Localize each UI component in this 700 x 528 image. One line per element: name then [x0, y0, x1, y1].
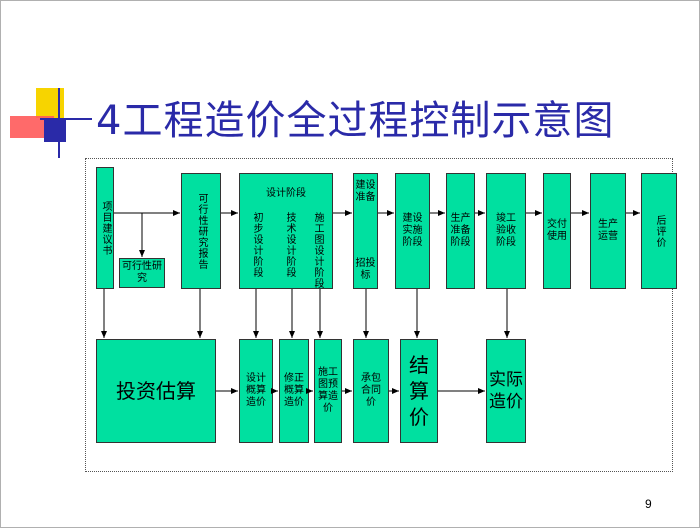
title-decoration: [0, 0, 92, 160]
cost-design-budget: 设计概算造价: [239, 339, 273, 443]
stage-design-phase: 设计阶段: [239, 173, 333, 289]
cost-revised-budget: 修正概算造价: [279, 339, 309, 443]
stage-production-prep: 生产准备阶段: [446, 173, 475, 289]
page-number: 9: [645, 497, 652, 511]
stage-construction-prep: 建设准备 招投标: [353, 173, 378, 289]
stage-delivery: 交付使用: [543, 173, 571, 289]
cost-actual-cost: 实际造价: [486, 339, 526, 443]
stage-completion-acceptance: 竣工验收阶段: [486, 173, 526, 289]
diagram-border: [85, 158, 673, 472]
stage-feasibility-study: 可行性研究: [119, 258, 165, 288]
stage-preliminary-design: 初步设计阶段: [251, 212, 262, 278]
stage-feasibility-report: 可行性研究报告: [181, 173, 221, 289]
stage-construction-drawing-design: 施工图设计阶段: [312, 212, 323, 289]
cost-investment-estimate: 投资估算: [96, 339, 216, 443]
cost-contract-price: 承包合同价: [353, 339, 389, 443]
stage-production-operation: 生产运营: [590, 173, 626, 289]
stage-technical-design: 技术设计阶段: [284, 212, 295, 278]
stage-post-evaluation: 后评价: [641, 173, 677, 289]
cost-settlement-price: 结算价: [400, 339, 438, 443]
stage-bidding: 招投标: [355, 258, 376, 281]
stage-project-proposal: 项目建议书: [96, 167, 114, 289]
stage-construction-implementation: 建设实施阶段: [395, 173, 430, 289]
cost-drawing-budget: 施工图预算造价: [314, 339, 342, 443]
page-title: 4工程造价全过程控制示意图: [96, 98, 615, 144]
